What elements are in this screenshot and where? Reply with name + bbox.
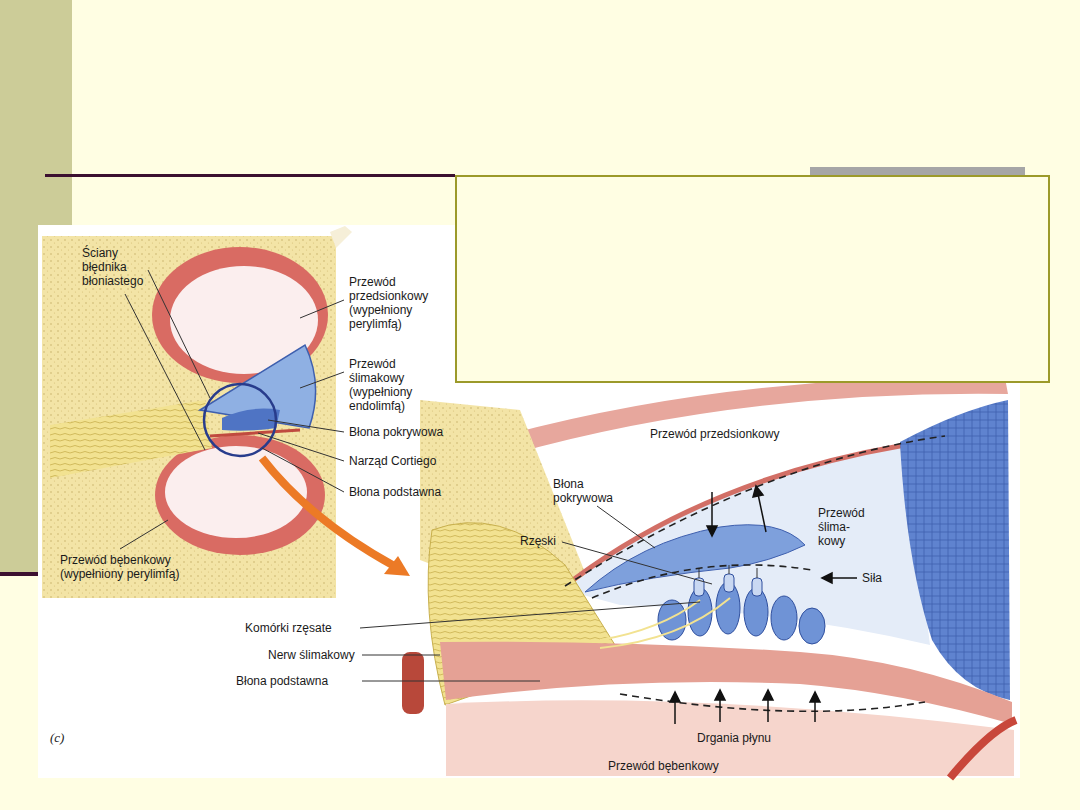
part-label: Siła <box>862 571 902 585</box>
part-label: Rzęski <box>520 534 570 548</box>
part-label: Błona pokrywowa <box>553 477 625 505</box>
note-box <box>456 176 1049 382</box>
rule-line <box>45 174 455 177</box>
part-label: Drgania płynu <box>697 731 807 745</box>
part-label: Narząd Cortiego <box>349 454 449 468</box>
part-label: Nerw ślimakowy <box>268 648 363 662</box>
part-label: Przewód bębenkowy (wypełniony perylimfą) <box>60 553 210 581</box>
part-label: Błona podstawna <box>236 674 361 688</box>
part-label: Błona podstawna <box>349 485 449 499</box>
organ-of-corti-enlarged <box>402 378 1016 778</box>
part-label: Przewód bębenkowy <box>608 759 748 773</box>
part-label: Przewód przedsionkowy <box>650 427 810 441</box>
part-label: Ściany błędnika błoniastego <box>82 246 154 288</box>
part-label: Przewód ślima- kowy <box>818 506 868 548</box>
grey-bar <box>810 167 1025 175</box>
part-label: Komórki rzęsate <box>245 621 360 635</box>
leader-lines <box>360 506 712 681</box>
figure-letter: (c) <box>50 731 80 745</box>
part-label: Przewód przedsionkowy (wypełniony peryli… <box>349 275 444 331</box>
rule-line <box>0 572 40 576</box>
part-label: Błona pokrywowa <box>349 425 449 439</box>
part-label: Przewód ślimakowy (wypełniony endolimfą) <box>349 357 449 413</box>
leader-lines <box>120 270 344 549</box>
